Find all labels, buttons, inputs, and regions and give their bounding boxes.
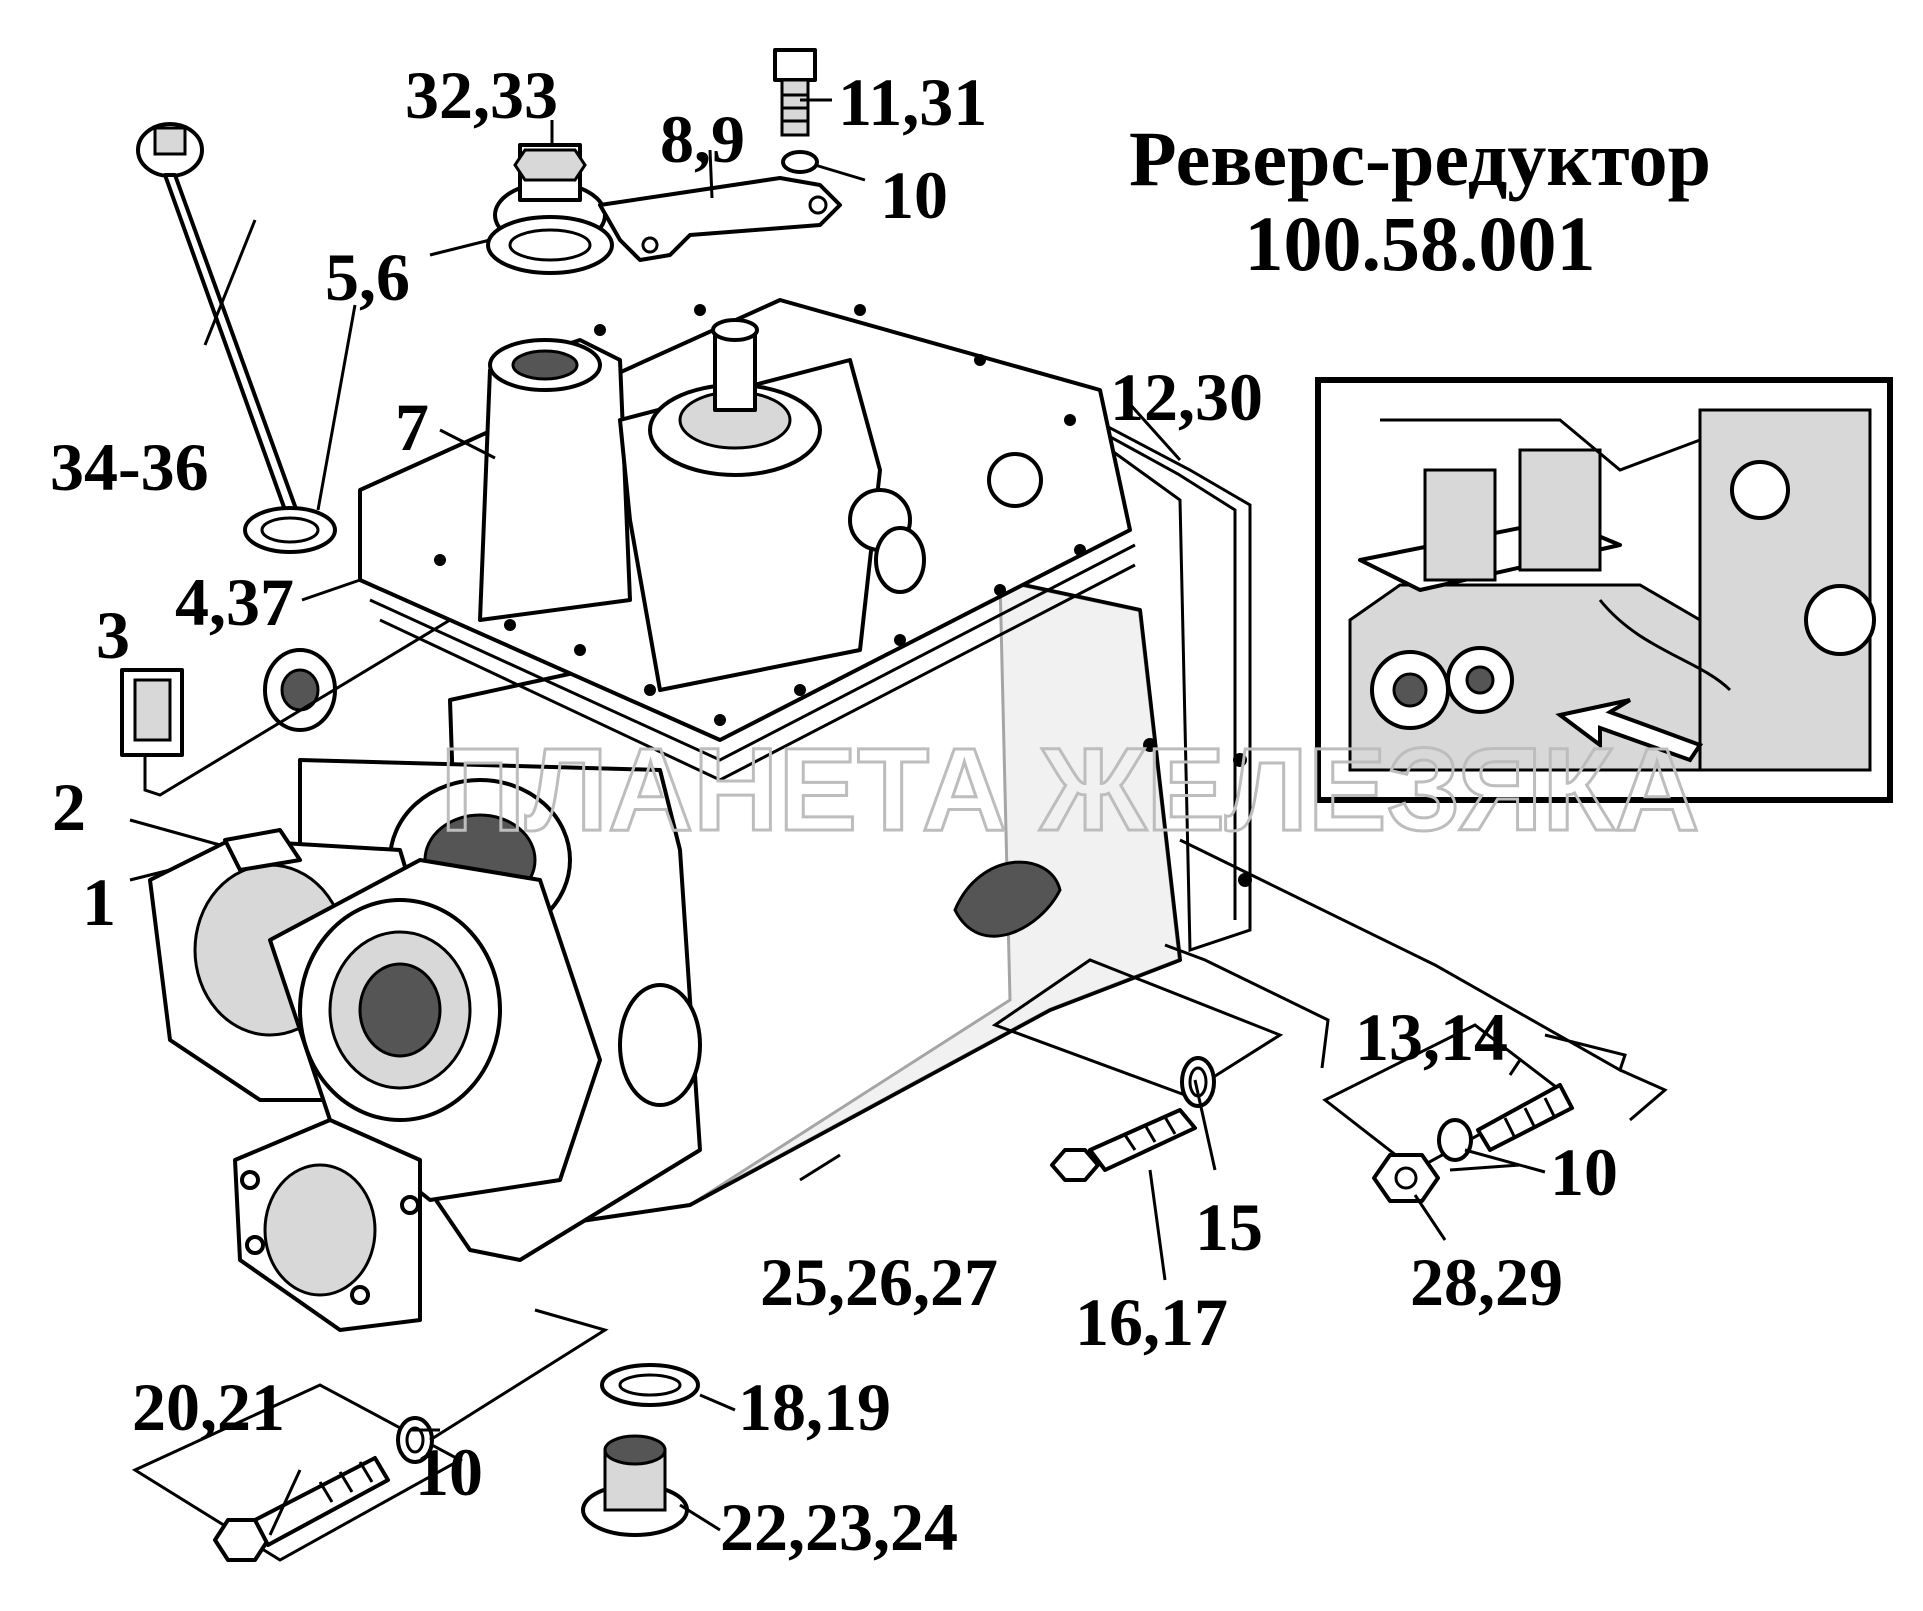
bracket-8-9 <box>598 48 842 262</box>
bolt-kit-20-21 <box>131 1383 464 1562</box>
bolt-kit-13-14 <box>1322 1023 1574 1203</box>
callout-11-31: 11,31 <box>838 64 987 140</box>
callout-8-9: 8,9 <box>660 101 745 177</box>
callout-16-17: 16,17 <box>1075 1284 1228 1360</box>
location-inset <box>1315 377 1893 803</box>
drain-plug-22-24 <box>581 1363 700 1537</box>
dipstick-34-36 <box>136 122 337 554</box>
callout-25-26-27: 25,26,27 <box>760 1244 998 1320</box>
callout-15: 15 <box>1195 1189 1263 1265</box>
diagram-title-line1: Реверс-редуктор <box>1129 115 1711 202</box>
callout-13-14: 13,14 <box>1355 999 1508 1075</box>
callout-2: 2 <box>52 769 86 845</box>
callout-4-37: 4,37 <box>175 564 294 640</box>
callout-10-top: 10 <box>880 157 948 233</box>
callout-5-6: 5,6 <box>325 239 410 315</box>
callout-3: 3 <box>96 597 130 673</box>
callout-28-29: 28,29 <box>1410 1244 1563 1320</box>
callout-12-30: 12,30 <box>1110 359 1263 435</box>
callout-32-33: 32,33 <box>405 57 558 133</box>
callout-18-19: 18,19 <box>738 1369 891 1445</box>
callout-10-right: 10 <box>1550 1134 1618 1210</box>
housing-assembly <box>120 298 1252 1332</box>
leader-lines <box>129 98 1668 1536</box>
callout-1: 1 <box>82 864 116 940</box>
callout-7: 7 <box>395 389 429 465</box>
watermark-text: ПЛАНЕТА ЖЕЛЕЗЯКА <box>440 724 1699 856</box>
callout-20-21: 20,21 <box>132 1369 285 1445</box>
callout-34-36: 34-36 <box>50 429 209 505</box>
callout-10-bottom: 10 <box>415 1434 483 1510</box>
filler-cap-32-33 <box>486 143 614 275</box>
callout-22-23-24: 22,23,24 <box>720 1489 958 1565</box>
diagram-title-line2: 100.58.001 <box>1245 200 1596 287</box>
bolt-kit-16-17 <box>991 958 1284 1182</box>
